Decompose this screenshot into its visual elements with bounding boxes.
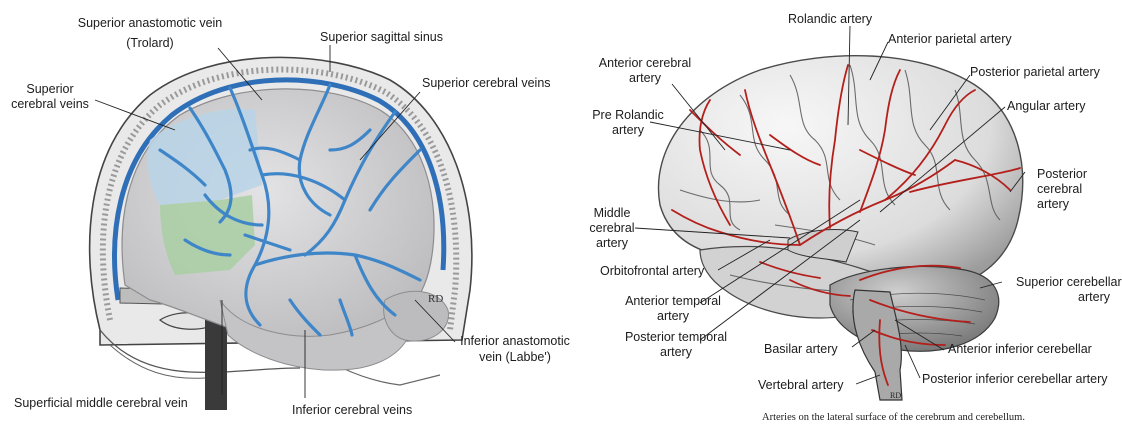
label-vertebral-artery: Vertebral artery — [758, 378, 843, 393]
label-pre-rolandic-artery-2: artery — [586, 123, 670, 138]
label-basilar-artery: Basilar artery — [764, 342, 838, 357]
label-superior-sagittal-sinus: Superior sagittal sinus — [320, 30, 443, 45]
lower-face — [110, 345, 205, 378]
label-middle-cerebral-artery-2: cerebral — [580, 221, 644, 236]
label-inferior-anastomotic-vein-1: Inferior anastomotic — [440, 334, 590, 349]
rd-mark: RD — [428, 293, 443, 305]
figure-caption: Arteries on the lateral surface of the c… — [762, 412, 1025, 423]
label-orbitofrontal-artery: Orbitofrontal artery — [600, 264, 704, 279]
label-superior-cerebral-veins-left-2: cerebral veins — [0, 97, 100, 112]
label-posterior-temporal-artery-2: artery — [618, 345, 734, 360]
label-posterior-cerebral-artery-1: Posterior — [1037, 167, 1087, 182]
label-superior-cerebellar-artery-1: Superior cerebellar — [1016, 275, 1122, 290]
label-anterior-parietal-artery: Anterior parietal artery — [888, 32, 1012, 47]
label-trolard: (Trolard) — [62, 36, 238, 51]
label-pre-rolandic-artery-1: Pre Rolandic — [586, 108, 670, 123]
label-superior-cerebral-veins-right: Superior cerebral veins — [422, 76, 551, 91]
label-posterior-cerebral-artery-3: artery — [1037, 197, 1069, 212]
label-anterior-inferior-cerebellar: Anterior inferior cerebellar — [948, 342, 1092, 357]
label-posterior-inferior-cerebellar-artery: Posterior inferior cerebellar artery — [922, 372, 1108, 387]
label-anterior-temporal-artery-1: Anterior temporal — [618, 294, 728, 309]
label-superior-anastomotic-vein: Superior anastomotic vein — [62, 16, 238, 31]
label-superior-cerebellar-artery-2: artery — [990, 290, 1110, 305]
label-inferior-cerebral-veins: Inferior cerebral veins — [292, 403, 412, 418]
label-posterior-temporal-artery-1: Posterior temporal — [618, 330, 734, 345]
label-posterior-parietal-artery: Posterior parietal artery — [970, 65, 1100, 80]
label-rolandic-artery: Rolandic artery — [788, 12, 872, 27]
label-middle-cerebral-artery-3: artery — [580, 236, 644, 251]
label-anterior-temporal-artery-2: artery — [618, 309, 728, 324]
label-superior-cerebral-veins-left-1: Superior — [0, 82, 100, 97]
label-angular-artery: Angular artery — [1007, 99, 1086, 114]
rd-mark-right: RD — [890, 391, 901, 400]
label-anterior-cerebral-artery-2: artery — [590, 71, 700, 86]
label-superficial-middle-cerebral-vein: Superficial middle cerebral vein — [14, 396, 188, 411]
label-inferior-anastomotic-vein-2: vein (Labbe') — [440, 350, 590, 365]
label-anterior-cerebral-artery-1: Anterior cerebral — [590, 56, 700, 71]
label-middle-cerebral-artery-1: Middle — [580, 206, 644, 221]
label-posterior-cerebral-artery-2: cerebral — [1037, 182, 1082, 197]
